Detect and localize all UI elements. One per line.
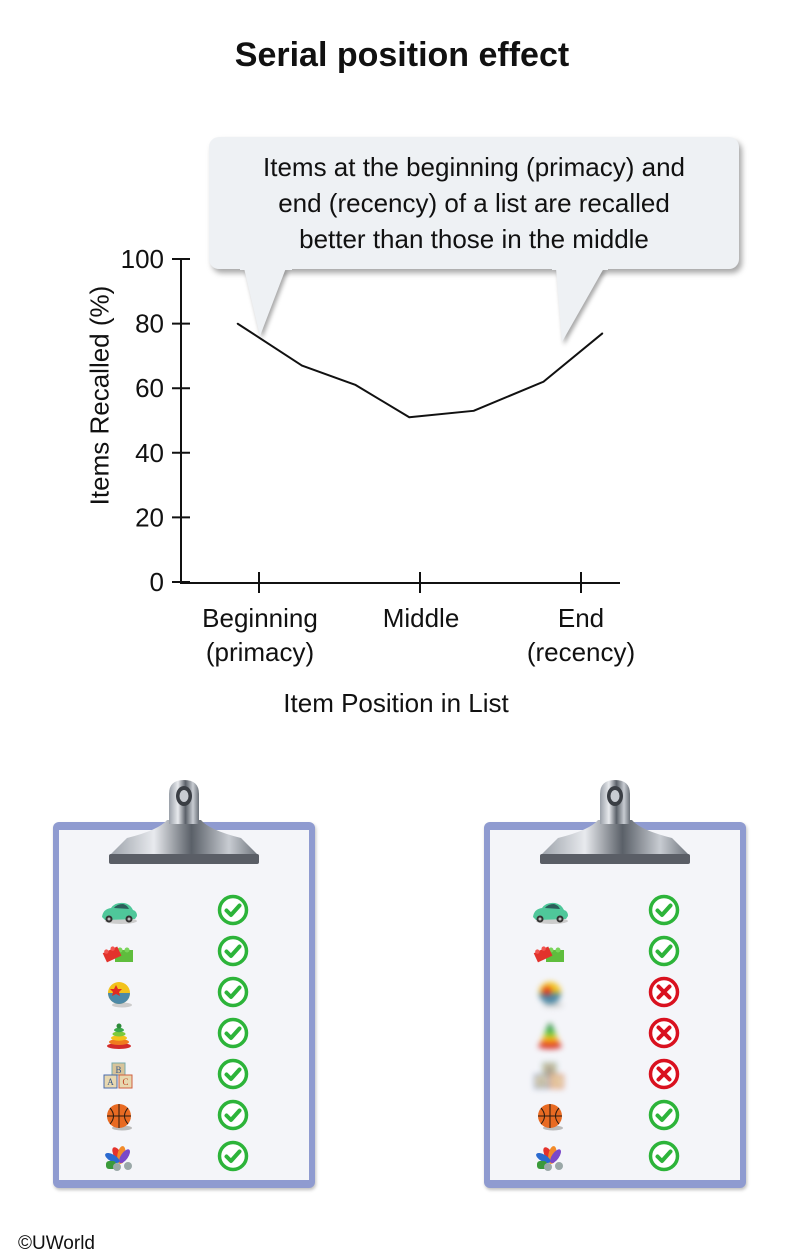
callout-pointers bbox=[240, 262, 608, 342]
svg-text:B: B bbox=[546, 1065, 552, 1075]
data-point bbox=[236, 322, 239, 325]
ball-icon bbox=[530, 976, 570, 1012]
x-circle-icon bbox=[648, 1058, 680, 1090]
x-axis-label: Item Position in List bbox=[283, 688, 509, 718]
series-group bbox=[236, 322, 604, 419]
x-tick-line: End bbox=[557, 603, 605, 633]
svg-text:A: A bbox=[538, 1077, 545, 1087]
callout-text: Items at the beginning (primacy) and end… bbox=[209, 149, 739, 257]
blocks-lego-icon bbox=[530, 935, 570, 971]
callout-pointer-right bbox=[556, 268, 604, 342]
basketball-icon bbox=[99, 1099, 139, 1135]
list-item bbox=[59, 933, 309, 973]
car-icon bbox=[99, 894, 139, 930]
data-point bbox=[354, 384, 357, 386]
clipboard-clamp-icon bbox=[109, 780, 259, 870]
callout-line: better than those in the middle bbox=[299, 224, 649, 254]
basketball-icon bbox=[530, 1099, 570, 1135]
ring-stacker-icon bbox=[530, 1017, 570, 1053]
data-point bbox=[472, 410, 475, 412]
check-circle-icon bbox=[217, 1099, 249, 1131]
copyright: ©UWorld bbox=[18, 1233, 95, 1254]
clipboard-clamp-icon bbox=[540, 780, 690, 870]
pinwheel-toy-icon bbox=[530, 1140, 570, 1176]
ball-icon bbox=[99, 976, 139, 1012]
x-circle-icon bbox=[648, 976, 680, 1008]
check-circle-icon bbox=[648, 1099, 680, 1131]
svg-text:B: B bbox=[115, 1065, 121, 1075]
svg-text:C: C bbox=[553, 1077, 559, 1087]
blocks-lego-icon bbox=[99, 935, 139, 971]
check-circle-icon bbox=[648, 1140, 680, 1172]
list-item bbox=[59, 1138, 309, 1178]
check-circle-icon bbox=[217, 1017, 249, 1049]
x-tick-label-end: End (recency) bbox=[481, 601, 681, 669]
y-tick-label: 100 bbox=[121, 244, 164, 274]
data-point bbox=[408, 416, 411, 419]
check-circle-icon bbox=[217, 1140, 249, 1172]
callout-line: end (recency) of a list are recalled bbox=[278, 188, 670, 218]
car-icon bbox=[530, 894, 570, 930]
x-tick-line: (primacy) bbox=[205, 637, 315, 667]
x-tick-label-middle: Middle bbox=[321, 601, 521, 635]
list-item bbox=[490, 1138, 740, 1178]
x-tick-line: (recency) bbox=[526, 637, 636, 667]
y-tick-label: 40 bbox=[135, 438, 164, 468]
y-tick-label: 0 bbox=[150, 567, 164, 597]
x-tick-line: Beginning bbox=[202, 603, 318, 633]
y-tick-label: 20 bbox=[135, 502, 164, 532]
pinwheel-toy-icon bbox=[99, 1140, 139, 1176]
data-point bbox=[542, 380, 545, 383]
check-circle-icon bbox=[217, 894, 249, 926]
page-title: Serial position effect bbox=[234, 36, 570, 74]
ring-stacker-icon bbox=[99, 1017, 139, 1053]
check-circle-icon bbox=[648, 894, 680, 926]
list-item bbox=[59, 1015, 309, 1055]
axes bbox=[180, 259, 620, 584]
list-item bbox=[59, 892, 309, 932]
callout-pointer-left bbox=[244, 268, 286, 336]
check-circle-icon bbox=[648, 935, 680, 967]
list-item bbox=[490, 933, 740, 973]
y-tick-label: 80 bbox=[135, 309, 164, 339]
callout-box: Items at the beginning (primacy) and end… bbox=[209, 137, 739, 269]
y-ticks: 0 20 40 60 80 100 bbox=[121, 244, 190, 597]
check-circle-icon bbox=[217, 976, 249, 1008]
data-point bbox=[601, 332, 604, 335]
callout-line: Items at the beginning (primacy) and bbox=[263, 152, 685, 182]
list-item bbox=[490, 1015, 740, 1055]
x-tick-line: Middle bbox=[382, 603, 460, 633]
y-axis-label: Items Recalled (%) bbox=[84, 285, 115, 506]
list-item bbox=[490, 974, 740, 1014]
list-item bbox=[59, 1097, 309, 1137]
x-ticks bbox=[258, 572, 582, 593]
list-item bbox=[490, 892, 740, 932]
list-item bbox=[490, 1097, 740, 1137]
data-point bbox=[301, 364, 303, 367]
y-tick-label: 60 bbox=[135, 373, 164, 403]
svg-text:C: C bbox=[122, 1077, 128, 1087]
x-circle-icon bbox=[648, 1017, 680, 1049]
series-line bbox=[236, 322, 604, 419]
x-tick-label-beginning: Beginning (primacy) bbox=[160, 601, 360, 669]
list-item bbox=[59, 974, 309, 1014]
line-chart: 0 20 40 60 80 100 bbox=[121, 244, 620, 597]
svg-text:A: A bbox=[107, 1077, 114, 1087]
check-circle-icon bbox=[217, 935, 249, 967]
check-circle-icon bbox=[217, 1058, 249, 1090]
